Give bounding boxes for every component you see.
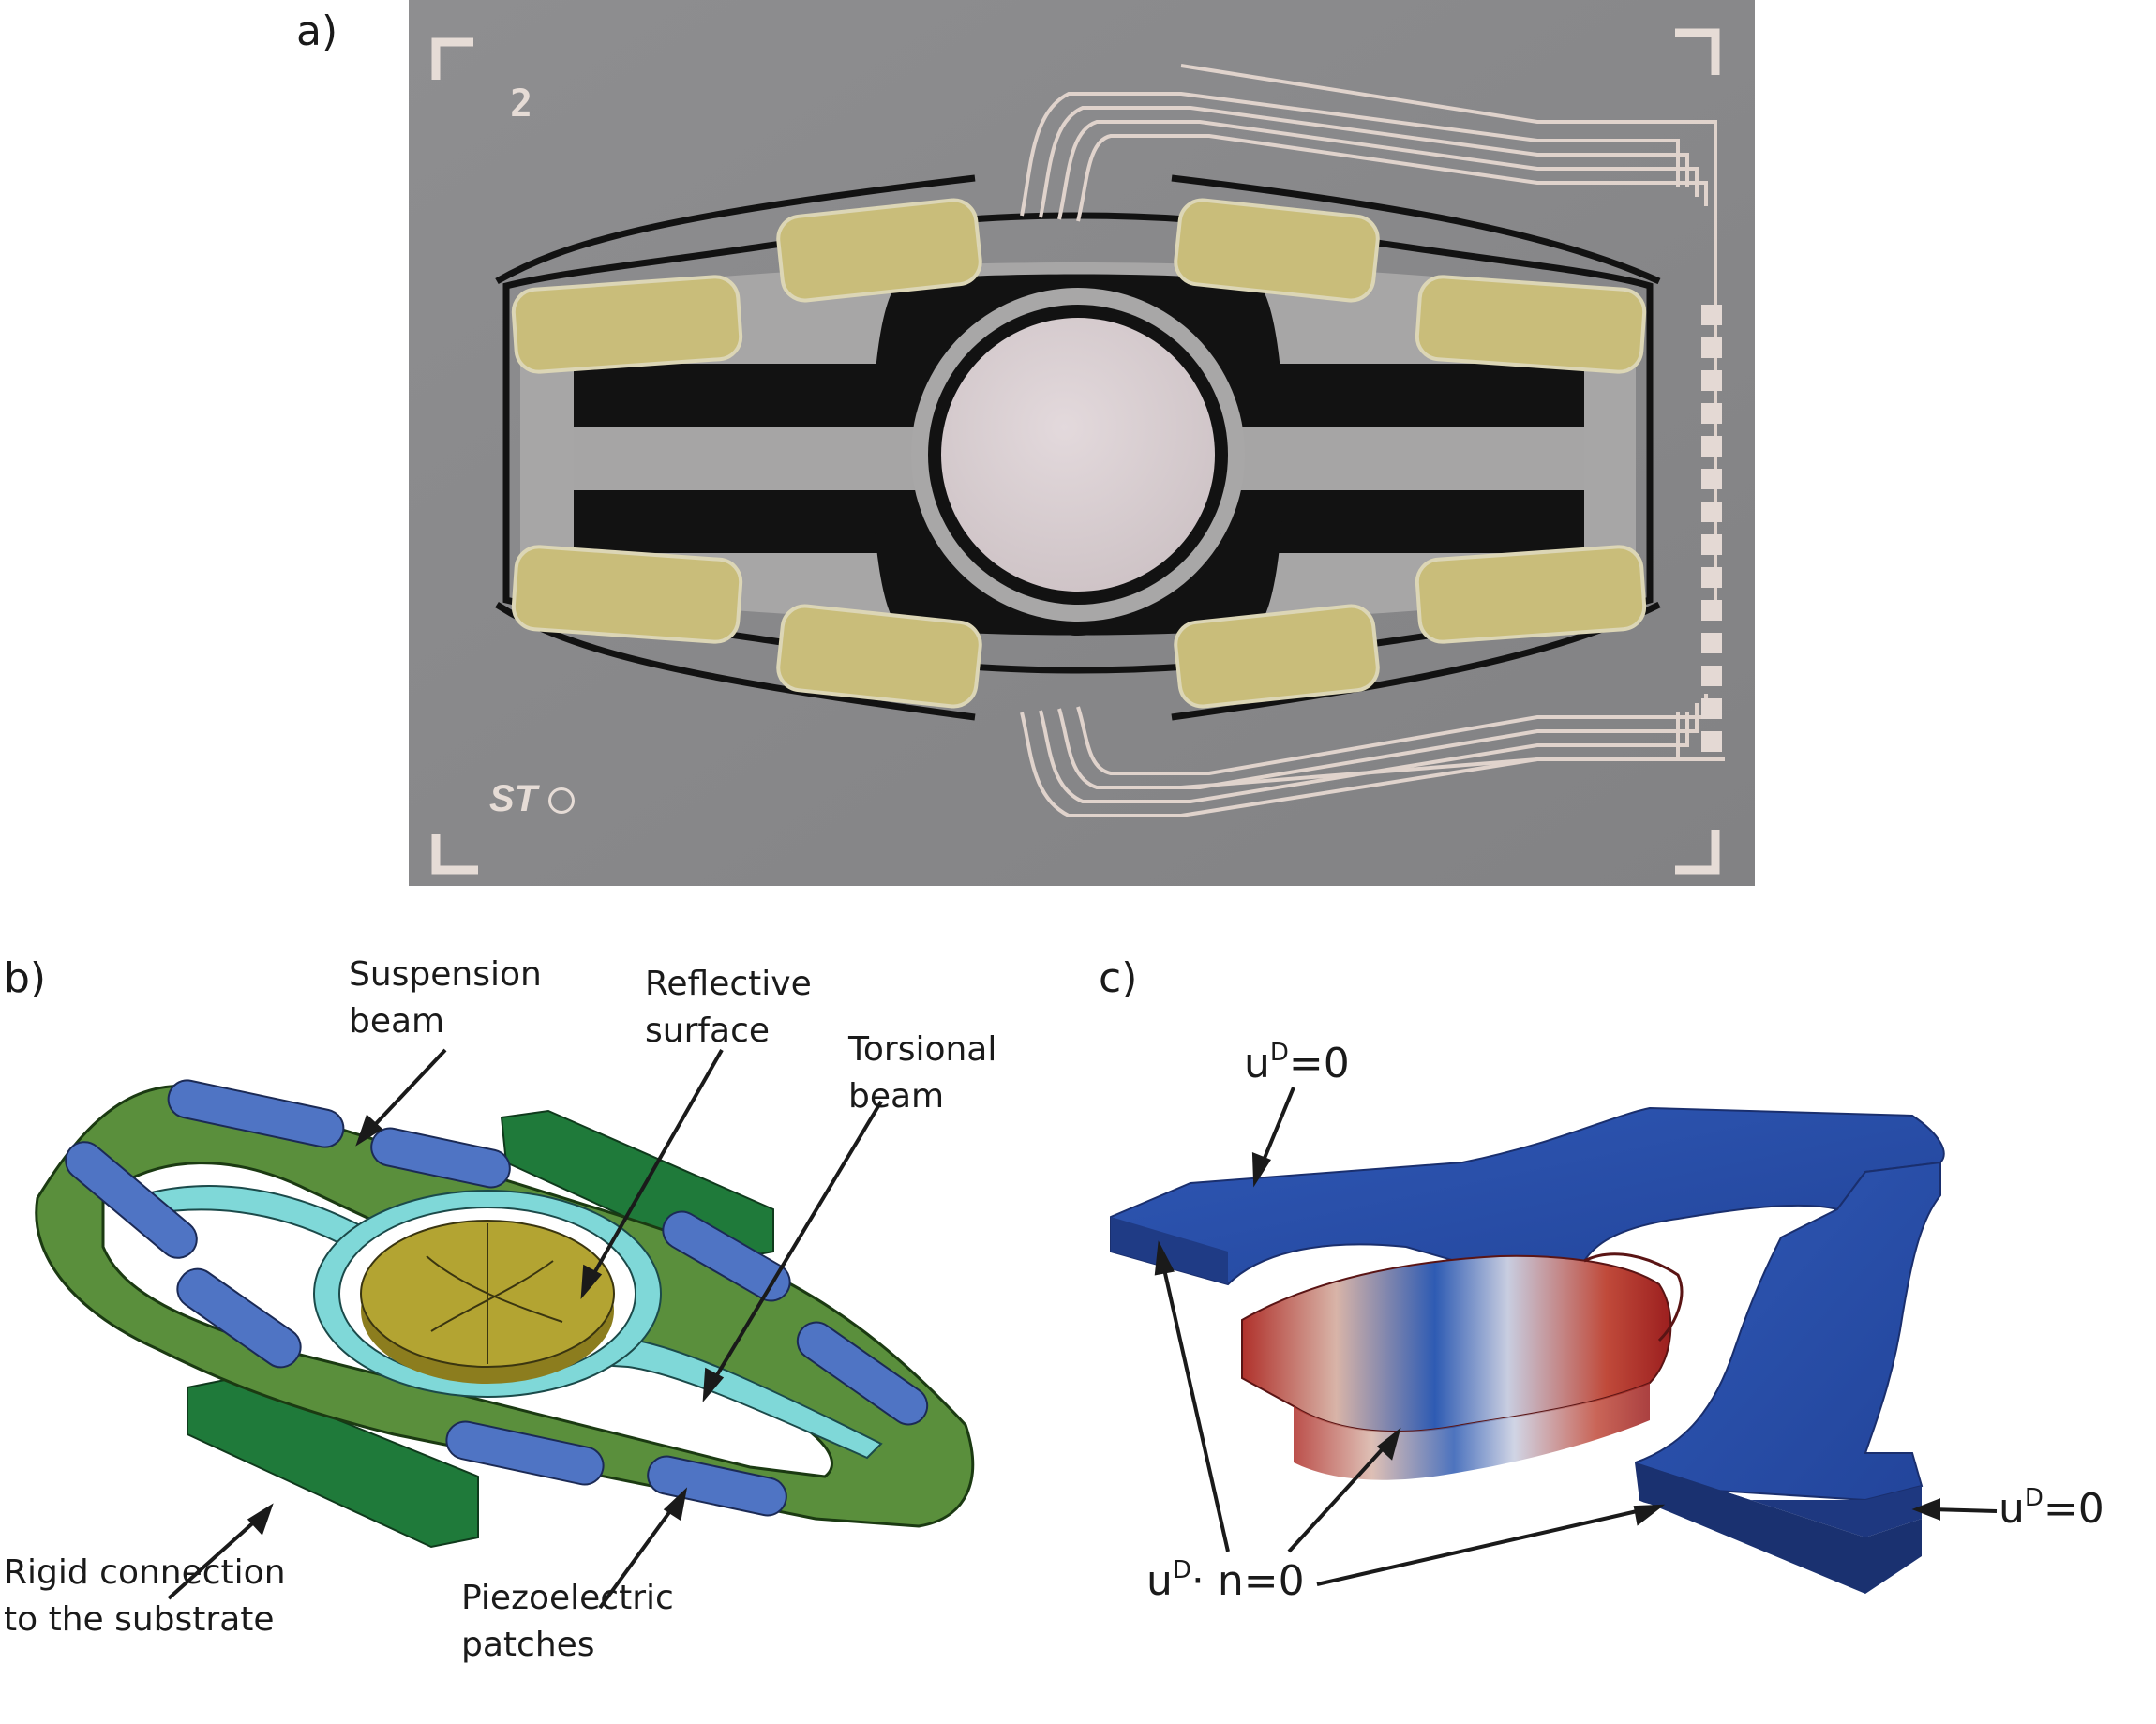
chip-number: 2 bbox=[510, 82, 533, 126]
panel-a-label: a) bbox=[296, 7, 338, 55]
callout-rigid-connection: Rigid connection to the substrate bbox=[4, 1553, 286, 1639]
copyright-icon bbox=[548, 787, 575, 814]
alignment-marks bbox=[431, 28, 1720, 875]
bc-label-bottom: uD· n=0 bbox=[1146, 1556, 1305, 1605]
panel-c-arrows bbox=[1154, 1087, 1998, 1586]
bc-label-top: uD=0 bbox=[1244, 1039, 1350, 1087]
callout-suspension-beam: Suspension beam bbox=[349, 955, 542, 1041]
bc-label-right: uD=0 bbox=[1999, 1484, 2104, 1533]
st-logo: ST bbox=[489, 778, 538, 819]
lower-trench bbox=[574, 478, 1584, 636]
panel-b-arrows bbox=[167, 1048, 883, 1610]
wire-traces bbox=[1020, 64, 1725, 817]
piezo-patches-b bbox=[65, 1079, 929, 1517]
panel-c-label: c) bbox=[1099, 954, 1138, 1002]
mesh-arm-top bbox=[1110, 1106, 1945, 1286]
callout-reflective-surface: Reflective surface bbox=[645, 965, 812, 1050]
piezo-patches-a bbox=[511, 198, 1647, 709]
panel-b-label: b) bbox=[4, 954, 47, 1002]
callout-torsional-beam: Torsional beam bbox=[848, 1030, 997, 1116]
mirror-disk bbox=[941, 318, 1215, 592]
callout-piezoelectric-patches: Piezoelectric patches bbox=[461, 1579, 674, 1664]
bond-pads bbox=[1701, 305, 1722, 752]
